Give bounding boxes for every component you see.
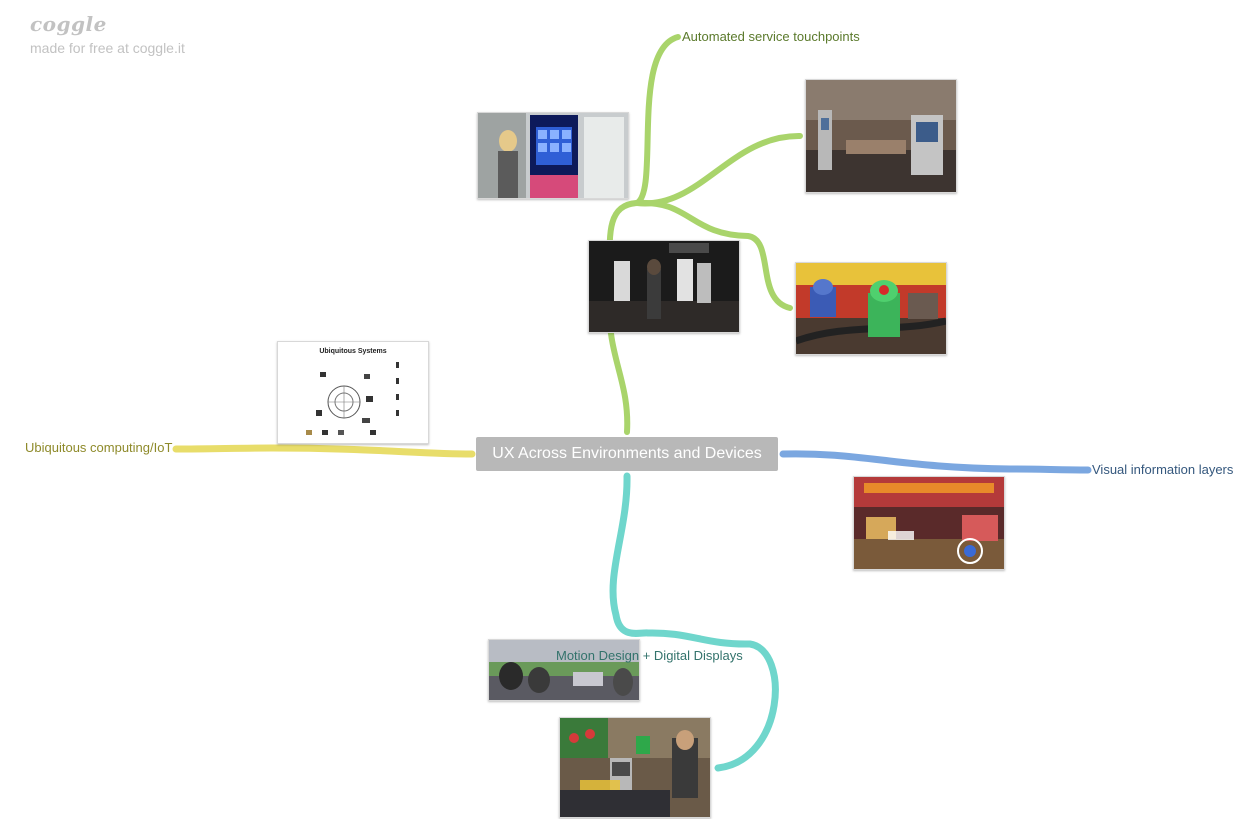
diagram-caption: Ubiquitous Systems <box>319 348 386 355</box>
label-automated[interactable]: Automated service touchpoints <box>682 29 860 44</box>
image-ubiquitous-systems-diagram[interactable]: Ubiquitous Systems <box>277 341 429 444</box>
image-vr-stadium[interactable] <box>488 639 640 701</box>
label-visual[interactable]: Visual information layers <box>1092 462 1234 477</box>
ubiquitous-systems-illustration: Ubiquitous Systems <box>278 342 428 443</box>
ar-kitchen-illustration <box>560 718 710 817</box>
vr-stadium-illustration <box>489 640 639 700</box>
robot-theater-illustration <box>589 241 739 332</box>
label-iot[interactable]: Ubiquitous computing/IoT <box>25 440 173 455</box>
central-node[interactable]: UX Across Environments and Devices <box>476 437 778 471</box>
kiosk-woman-illustration <box>478 113 628 198</box>
image-robot-theater[interactable] <box>588 240 740 333</box>
image-kiosk-woman[interactable] <box>477 112 629 199</box>
coggle-logo: coggle <box>30 12 107 36</box>
label-motion[interactable]: Motion Design + Digital Displays <box>556 648 743 663</box>
coggle-brand: coggle made for free at coggle.it <box>30 12 185 56</box>
branch-automated-lower <box>634 199 793 311</box>
airport-counter-illustration <box>806 80 956 192</box>
ar-store-illustration <box>854 477 1004 569</box>
image-ar-kitchen[interactable] <box>559 717 711 818</box>
branch-automated-right <box>634 132 803 207</box>
coggle-tagline[interactable]: made for free at coggle.it <box>30 40 185 56</box>
image-ar-store[interactable] <box>853 476 1005 570</box>
branch-motion-line <box>609 472 779 772</box>
branch-automated-top <box>634 34 681 206</box>
robot-restaurant-illustration <box>796 263 946 354</box>
branch-iot-line <box>172 444 476 458</box>
branch-visual-line <box>779 450 1092 474</box>
image-robot-restaurant[interactable] <box>795 262 947 355</box>
image-airport-counter[interactable] <box>805 79 957 193</box>
